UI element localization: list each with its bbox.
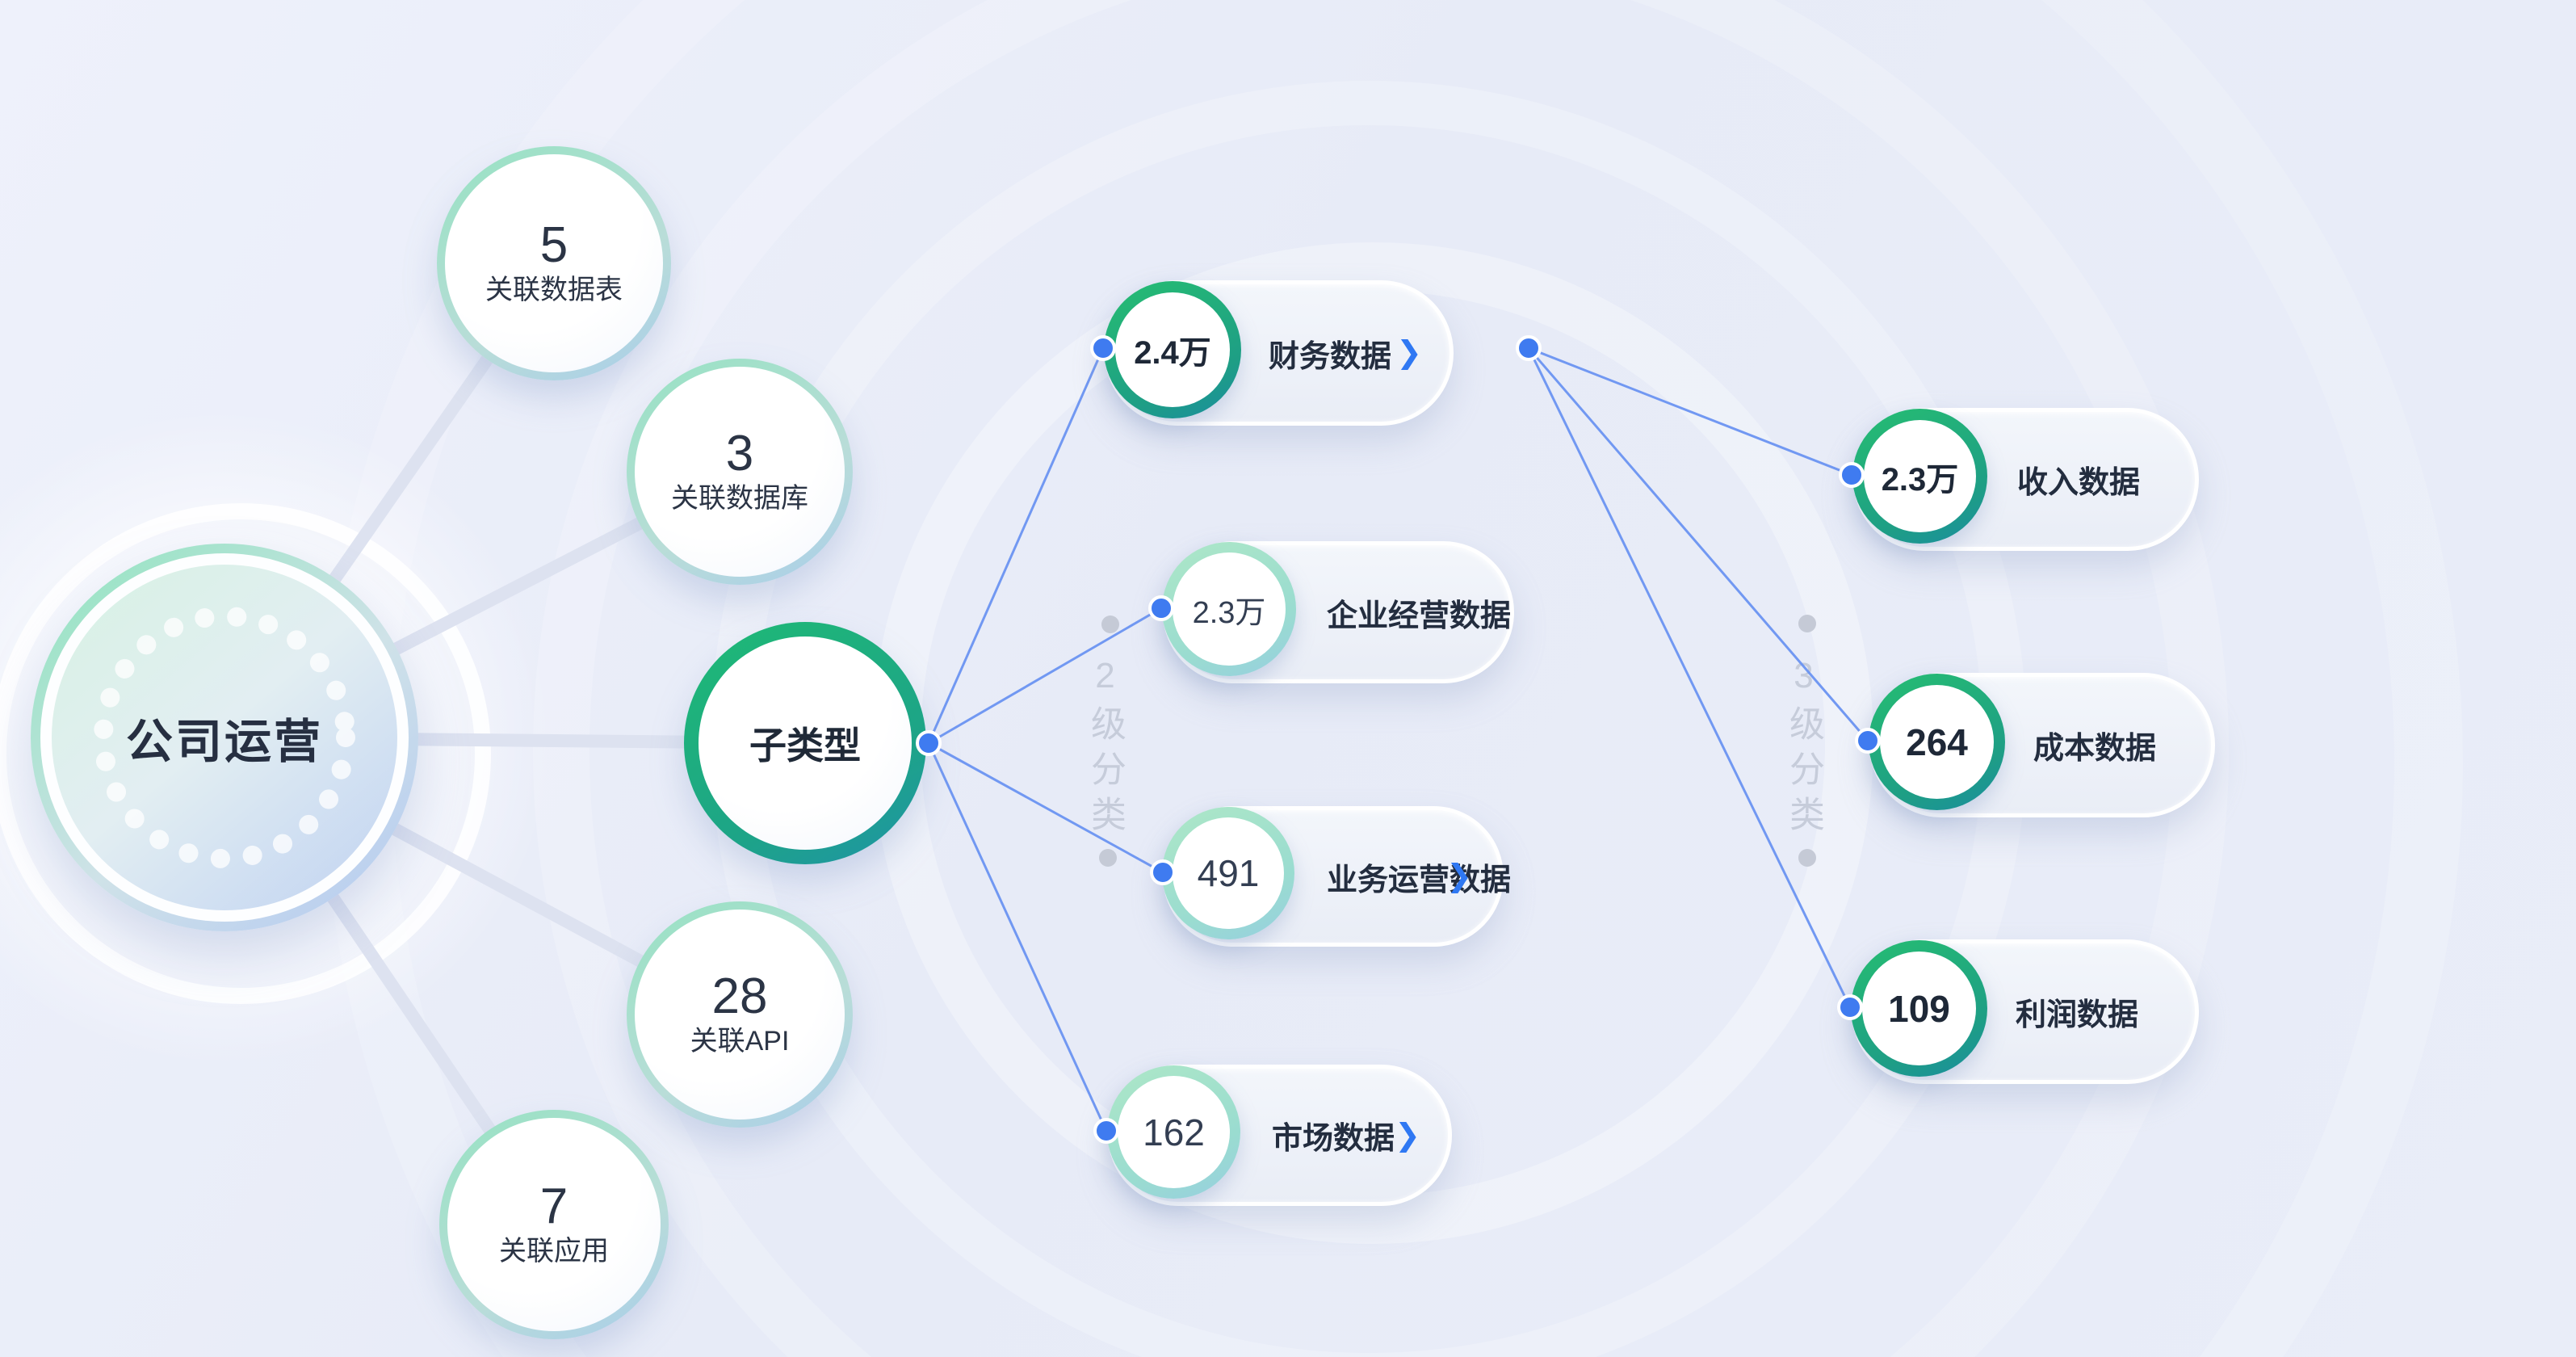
count-badge-face: 2.4万	[1115, 292, 1230, 407]
node-label: 市场数据	[1272, 1122, 1395, 1156]
l2-node-market-data[interactable]: 162 市场数据 ❯	[1107, 1065, 1452, 1206]
count-badge: 491	[1162, 807, 1294, 939]
satellite-label: 关联应用	[499, 1235, 609, 1267]
satellite-body: 3 关联数据库	[635, 367, 845, 577]
count-badge: 2.3万	[1852, 409, 1987, 544]
satellite-body: 28 关联API	[635, 910, 845, 1120]
satellite-related-apps[interactable]: 7 关联应用	[439, 1110, 669, 1339]
node-count: 2.3万	[1881, 461, 1959, 498]
chevron-right-icon[interactable]: ❯	[1446, 859, 1472, 893]
node-label: 收入数据	[2017, 466, 2141, 500]
level2-edges	[927, 347, 1164, 1132]
node-label: 成本数据	[2033, 732, 2157, 766]
satellite-count: 7	[539, 1178, 568, 1234]
node-label: 业务运营数据	[1327, 863, 1512, 897]
count-badge-face: 491	[1173, 817, 1284, 929]
satellite-count: 3	[725, 425, 754, 481]
satellite-label: 关联数据表	[485, 274, 623, 305]
node-label: 企业经营数据	[1327, 599, 1512, 633]
node-count: 162	[1143, 1111, 1205, 1153]
satellite-body: 7 关联应用	[447, 1118, 661, 1331]
satellite-count: 28	[711, 968, 768, 1024]
l3-node-revenue-data[interactable]: 2.3万 收入数据	[1852, 408, 2199, 551]
hub-core: 公司运营	[52, 565, 397, 910]
l3-node-cost-data[interactable]: 264 成本数据	[1869, 673, 2215, 817]
subtype-label: 子类型	[749, 725, 861, 767]
node-count: 2.4万	[1134, 335, 1211, 371]
level3-axis-label: 3级分类	[1784, 656, 1823, 841]
count-badge: 109	[1851, 940, 1987, 1077]
level2-axis-label: 2级分类	[1085, 656, 1125, 841]
node-label: 利润数据	[2016, 998, 2139, 1032]
satellite-label: 关联API	[690, 1025, 790, 1057]
satellite-related-tables[interactable]: 5 关联数据表	[437, 146, 671, 380]
count-badge-face: 109	[1862, 952, 1976, 1065]
hub-node[interactable]: 公司运营	[31, 544, 418, 931]
subtype-body: 子类型	[699, 636, 912, 850]
count-badge: 162	[1107, 1065, 1240, 1199]
l3-node-profit-data[interactable]: 109 利润数据	[1851, 939, 2199, 1084]
l2-node-business-operation-data[interactable]: 491 业务运营数据 ❯	[1162, 806, 1511, 947]
l2-node-finance-data[interactable]: 2.4万 财务数据 ❯	[1104, 280, 1454, 426]
node-count: 264	[1906, 721, 1968, 763]
chevron-right-icon[interactable]: ❯	[1395, 1118, 1420, 1153]
hub-label: 公司运营	[125, 716, 323, 768]
level3-edges	[1527, 347, 1869, 1008]
chevron-right-icon[interactable]: ❯	[1396, 336, 1422, 370]
count-badge: 2.3万	[1162, 542, 1296, 676]
subtype-node[interactable]: 子类型	[684, 622, 926, 864]
count-badge-face: 162	[1118, 1076, 1230, 1188]
satellite-body: 5 关联数据表	[445, 154, 663, 372]
node-count: 2.3万	[1192, 595, 1266, 630]
satellite-label: 关联数据库	[671, 482, 808, 514]
count-badge-face: 2.3万	[1173, 552, 1286, 666]
l2-node-enterprise-operation-data[interactable]: 2.3万 企业经营数据	[1162, 541, 1514, 683]
count-badge-face: 264	[1880, 685, 1994, 799]
satellite-related-databases[interactable]: 3 关联数据库	[627, 359, 853, 585]
count-badge: 2.4万	[1104, 281, 1241, 418]
node-count: 491	[1197, 852, 1260, 894]
node-count: 109	[1888, 987, 1950, 1030]
count-badge-face: 2.3万	[1864, 420, 1976, 532]
count-badge: 264	[1869, 674, 2005, 810]
satellite-count: 5	[539, 216, 568, 273]
node-label: 财务数据	[1269, 339, 1392, 374]
satellite-related-api[interactable]: 28 关联API	[627, 901, 853, 1128]
